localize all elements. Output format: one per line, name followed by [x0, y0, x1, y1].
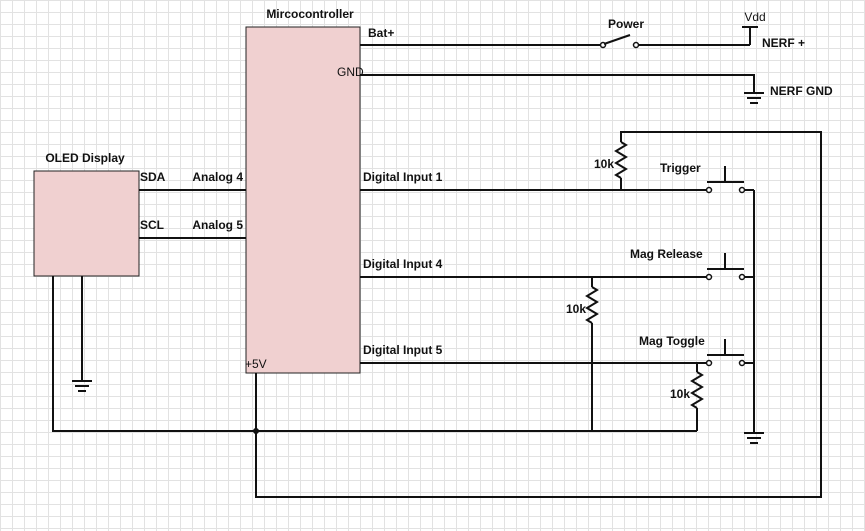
trigger-button	[705, 166, 746, 194]
pin-label-analog-5: Analog 5	[192, 218, 243, 232]
vdd-symbol	[742, 26, 758, 45]
junction-dot	[253, 428, 259, 434]
pin-label-bat-plus: Bat+	[368, 26, 394, 40]
microcontroller-body	[245, 26, 361, 374]
power-switch	[599, 34, 640, 49]
ground-symbol-nerf	[744, 92, 764, 104]
resistor-mag-toggle	[690, 371, 704, 409]
resistor-label-trigger: 10k	[594, 157, 614, 171]
pin-label-sda: SDA	[140, 170, 166, 184]
oled-display-title: OLED Display	[45, 151, 125, 165]
resistor-trigger-pullup	[614, 141, 628, 179]
trigger-label: Trigger	[660, 161, 701, 175]
pin-label-scl: SCL	[140, 218, 164, 232]
mag-toggle-button	[705, 339, 746, 367]
nerf-plus-label: NERF +	[762, 36, 805, 50]
power-switch-label: Power	[608, 17, 644, 31]
vdd-label: Vdd	[744, 10, 765, 24]
wire-ground-bus	[52, 276, 697, 432]
mag-release-button	[705, 253, 746, 281]
resistor-mag-release	[585, 286, 599, 324]
pin-label-gnd: GND	[337, 65, 364, 79]
wire-5v-rail	[255, 131, 822, 498]
pin-label-digital-input-5: Digital Input 5	[363, 343, 443, 357]
oled-display-body	[33, 170, 140, 277]
ground-symbol-oled	[72, 380, 92, 392]
microcontroller-title: Mircocontroller	[266, 7, 354, 21]
pin-label-analog-4: Analog 4	[192, 170, 243, 184]
pin-label-digital-input-4: Digital Input 4	[363, 257, 443, 271]
resistor-label-mag-toggle: 10k	[670, 387, 690, 401]
pin-label-digital-input-1: Digital Input 1	[363, 170, 443, 184]
pin-label-5v: +5V	[245, 357, 267, 371]
mag-release-label: Mag Release	[630, 247, 703, 261]
mag-toggle-label: Mag Toggle	[639, 334, 705, 348]
resistor-label-mag-release: 10k	[566, 302, 586, 316]
wire-gnd-to-nerf-gnd	[360, 74, 755, 92]
nerf-gnd-label: NERF GND	[770, 84, 833, 98]
ground-symbol-buttons	[744, 432, 764, 444]
